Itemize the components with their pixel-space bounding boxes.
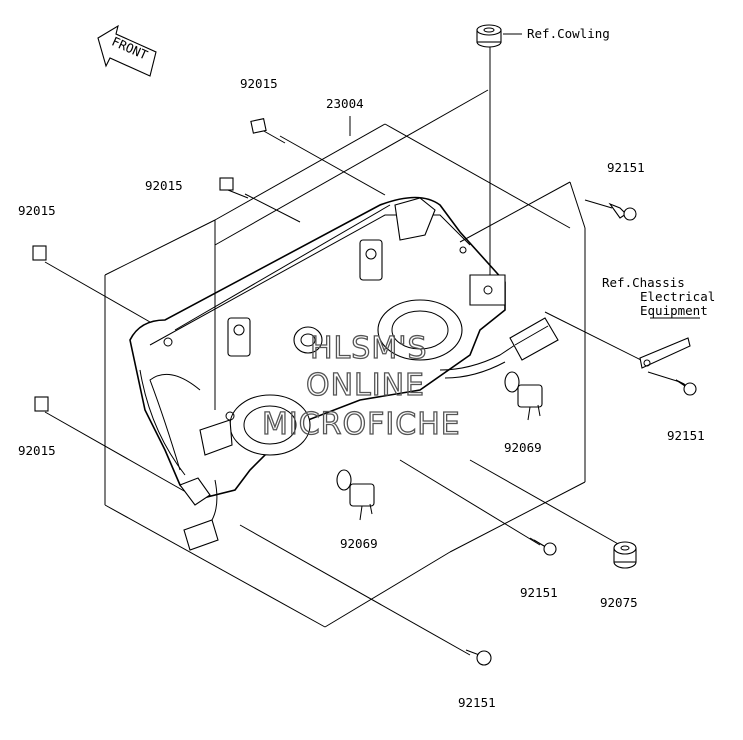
screw-92151-icon xyxy=(465,202,697,666)
part-label-92069-a: 92069 xyxy=(504,440,542,455)
assembly-frame xyxy=(104,89,586,628)
part-label-23004: 23004 xyxy=(326,96,364,111)
grommet-cowling-icon xyxy=(476,24,502,48)
bulb-92069-lower-icon xyxy=(336,469,375,521)
part-label-92151-c: 92151 xyxy=(520,585,558,600)
grommet-92075-icon xyxy=(613,541,637,569)
clip-92015-icon xyxy=(32,118,267,412)
front-arrow-icon: FRONT xyxy=(97,24,157,77)
headlight-housing xyxy=(129,196,516,521)
watermark-line-3: MICROFICHE xyxy=(262,407,461,442)
part-labels: Ref.Cowling 23004 92015 92015 92015 9201… xyxy=(18,26,715,710)
watermark-line-1: HLSM'S xyxy=(310,331,428,366)
bulb-92069-upper-icon xyxy=(504,371,543,421)
part-label-92015-b: 92015 xyxy=(145,178,183,193)
watermark-line-2: ONLINE xyxy=(306,368,425,403)
watermark: HLSM'S ONLINE MICROFICHE xyxy=(261,330,461,442)
part-label-92151-d: 92151 xyxy=(458,695,496,710)
part-label-92151-a: 92151 xyxy=(607,160,645,175)
ref-chassis-label-1: Ref.Chassis xyxy=(602,275,685,290)
connector-plug-upper xyxy=(509,317,559,361)
part-label-92015-a: 92015 xyxy=(240,76,278,91)
leader-lines xyxy=(44,33,700,656)
bracket-icon xyxy=(639,337,691,369)
part-label-92075: 92075 xyxy=(600,595,638,610)
connector-plug-lower xyxy=(183,519,219,551)
part-label-92015-d: 92015 xyxy=(18,443,56,458)
part-label-92151-b: 92151 xyxy=(667,428,705,443)
ref-chassis-label-3: Equipment xyxy=(640,303,708,318)
ref-chassis-label-2: Electrical xyxy=(640,289,715,304)
part-label-92069-b: 92069 xyxy=(340,536,378,551)
part-label-92015-c: 92015 xyxy=(18,203,56,218)
ref-cowling-label: Ref.Cowling xyxy=(527,26,610,41)
